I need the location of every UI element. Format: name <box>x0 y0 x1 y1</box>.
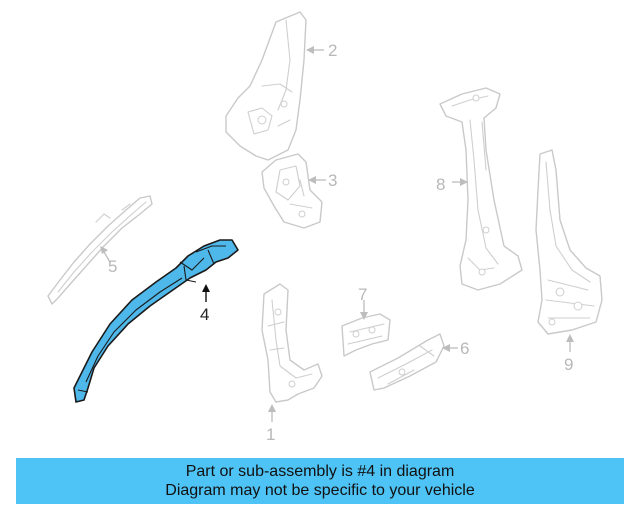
parts-diagram: 2 3 5 8 9 <box>47 11 603 444</box>
part-6[interactable]: 6 <box>369 333 469 391</box>
callout-5: 5 <box>108 257 117 276</box>
part-9[interactable]: 9 <box>535 149 603 374</box>
callout-8: 8 <box>436 175 445 194</box>
callout-6: 6 <box>460 339 469 358</box>
part-3[interactable]: 3 <box>261 153 337 229</box>
part-7[interactable]: 7 <box>341 285 391 357</box>
part-2[interactable]: 2 <box>225 11 337 161</box>
callout-1: 1 <box>266 425 275 444</box>
banner-line-1: Part or sub-assembly is #4 in diagram <box>185 463 455 480</box>
callout-3: 3 <box>328 171 337 190</box>
banner-line-2: Diagram may not be specific to your vehi… <box>165 482 475 499</box>
callout-7: 7 <box>358 285 367 304</box>
part-8[interactable]: 8 <box>436 87 523 291</box>
part-1[interactable]: 1 <box>261 283 323 444</box>
part-4-highlighted[interactable]: 4 <box>73 239 239 403</box>
callout-2: 2 <box>328 41 337 60</box>
callout-4: 4 <box>200 305 209 324</box>
part-5[interactable]: 5 <box>47 195 153 305</box>
info-banner: Part or sub-assembly is #4 in diagram Di… <box>16 458 624 504</box>
callout-9: 9 <box>564 355 573 374</box>
